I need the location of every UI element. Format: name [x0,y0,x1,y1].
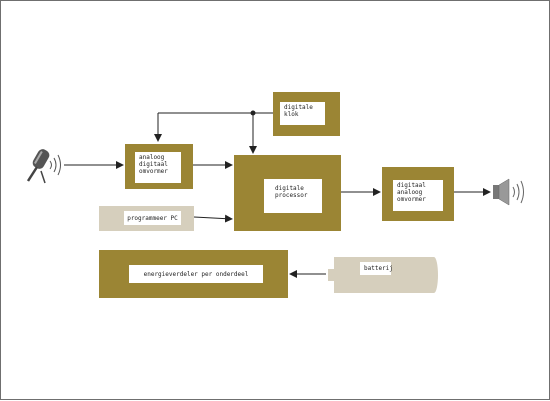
block-adc: analoog digitaal omvormer [125,144,193,189]
label-programmer-pc: programmeer PC [124,211,181,225]
block-digital-clock: digitale klok [273,92,340,136]
label-processor: digitale processor [264,179,322,213]
block-programmer-pc: programmeer PC [99,206,194,231]
battery-shape [328,257,438,293]
label-battery: batterij [360,262,393,275]
label-dac: digitaal analoog omvormer [393,180,443,211]
arrow-pc-to-processor [193,214,233,223]
block-power-distributor: energieverdeler per onderdeel [99,250,288,298]
label-digital-clock: digitale klok [280,102,325,125]
label-power-distributor: energieverdeler per onderdeel [129,265,263,283]
block-dac: digitaal analoog omvormer [382,167,454,221]
microphone-icon [26,149,61,184]
speaker-icon [493,178,524,206]
label-adc: analoog digitaal omvormer [135,152,181,183]
block-processor: digitale processor [234,155,341,231]
wire-junction [250,110,256,116]
